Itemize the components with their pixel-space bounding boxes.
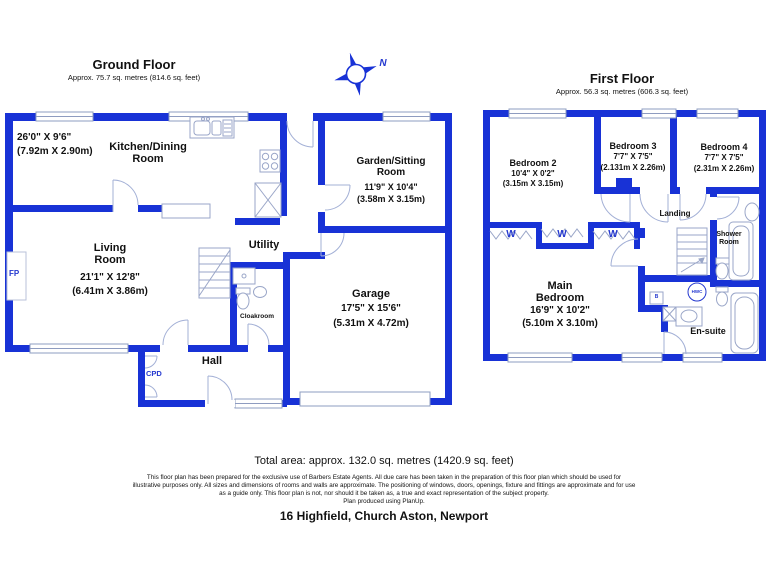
- garden-room-name: Garden/Sitting Room: [356, 156, 426, 179]
- disclaimer-line-2: illustrative purposes only. All sizes an…: [132, 482, 636, 489]
- total-area-text: Total area: approx. 132.0 sq. metres (14…: [254, 455, 514, 467]
- garden-room-dims-ft: 11'9" X 10'4": [364, 182, 418, 192]
- kitchen-hob: [259, 149, 281, 173]
- living-room-dims-m: (6.41m X 3.86m): [72, 286, 148, 297]
- garage-dims-m: (5.31m X 4.72m): [333, 318, 409, 329]
- address-text: 16 Highfield, Church Aston, Newport: [279, 509, 489, 523]
- wardrobe-label-2: W: [557, 229, 567, 240]
- utility-name: Utility: [248, 239, 280, 251]
- garage-door: [205, 113, 431, 407]
- garage-dims-ft: 17'5" X 15'6": [341, 303, 401, 314]
- bedroom3-name: Bedroom 3: [609, 141, 657, 151]
- boiler-label: B: [654, 294, 659, 300]
- ground-floor-title: Ground Floor: [92, 57, 176, 72]
- staircase-first: [676, 227, 708, 276]
- wardrobe-label-3: W: [608, 229, 618, 240]
- hwc-label: HWC: [691, 289, 703, 294]
- kitchen-dims-ft: 26'0" X 9'6": [17, 132, 72, 143]
- landing-name: Landing: [659, 209, 691, 218]
- compass-north-label: N: [379, 58, 387, 69]
- cupboard-label: CPD: [146, 369, 162, 378]
- hwc-cylinder: [687, 282, 707, 302]
- fireplace-label: FP: [9, 269, 20, 278]
- hall-name: Hall: [201, 355, 223, 367]
- bedroom4-dims-ft: 7'7" X 7'5": [704, 153, 744, 162]
- bedroom4-dims-m: (2.31m X 2.26m): [693, 164, 755, 173]
- kitchen-sink: [189, 116, 235, 139]
- kitchen-oven-unit: [254, 182, 282, 218]
- staircase-ground: [198, 247, 231, 299]
- ensuite-fixtures: [662, 286, 759, 354]
- garage-name: Garage: [352, 288, 390, 300]
- bedroom2-dims-ft: 10'4" X 0'2": [511, 169, 555, 178]
- bedroom2-dims-m: (3.15m X 3.15m): [502, 179, 564, 188]
- boiler-box: [649, 291, 664, 305]
- disclaimer-line-4: Plan produced using PlanUp.: [343, 498, 425, 505]
- garden-room-dims-m: (3.58m X 3.15m): [356, 194, 426, 204]
- first-floor-title: First Floor: [589, 71, 655, 86]
- cloakroom-name: Cloakroom: [240, 313, 274, 320]
- cloakroom-fixtures: [232, 267, 267, 310]
- wardrobe-label-1: W: [506, 229, 516, 240]
- shower-room-fixtures: [715, 202, 760, 281]
- bedroom3-dims-ft: 7'7" X 7'5": [613, 152, 653, 161]
- wardrobe-chevrons: [489, 228, 636, 240]
- main-bedroom-dims-ft: 16'9" X 10'2": [530, 305, 590, 316]
- living-room-sideboard: [161, 203, 211, 219]
- first-floor-subtitle: Approx. 56.3 sq. metres (606.3 sq. feet): [555, 87, 689, 96]
- compass-icon: [334, 52, 377, 96]
- disclaimer-line-3: as a guide only. This floor plan is not,…: [219, 490, 549, 497]
- bedroom2-name: Bedroom 2: [509, 158, 557, 168]
- main-bedroom-dims-m: (5.10m X 3.10m): [522, 318, 598, 329]
- ground-floor-subtitle: Approx. 75.7 sq. metres (814.6 sq. feet): [67, 73, 201, 82]
- bedroom3-dims-m: (2.131m X 2.26m): [600, 163, 666, 172]
- kitchen-room-name: Kitchen/Dining Room: [109, 141, 187, 166]
- ground-floor-door-arcs: [112, 120, 351, 404]
- living-room-name: Living Room: [93, 242, 127, 267]
- fireplace: [6, 251, 27, 301]
- living-room-dims-ft: 21'1" X 12'8": [80, 272, 140, 283]
- main-bedroom-name: Main Bedroom: [535, 280, 585, 305]
- first-floor-door-arcs: [600, 193, 740, 355]
- kitchen-dims-m: (7.92m X 2.90m): [17, 146, 93, 157]
- shower-room-name: Shower Room: [716, 231, 742, 246]
- ensuite-name: En-suite: [690, 326, 726, 336]
- bedroom4-name: Bedroom 4: [700, 142, 748, 152]
- first-floor-windows: [507, 108, 739, 363]
- disclaimer-line-1: This floor plan has been prepared for th…: [146, 474, 622, 481]
